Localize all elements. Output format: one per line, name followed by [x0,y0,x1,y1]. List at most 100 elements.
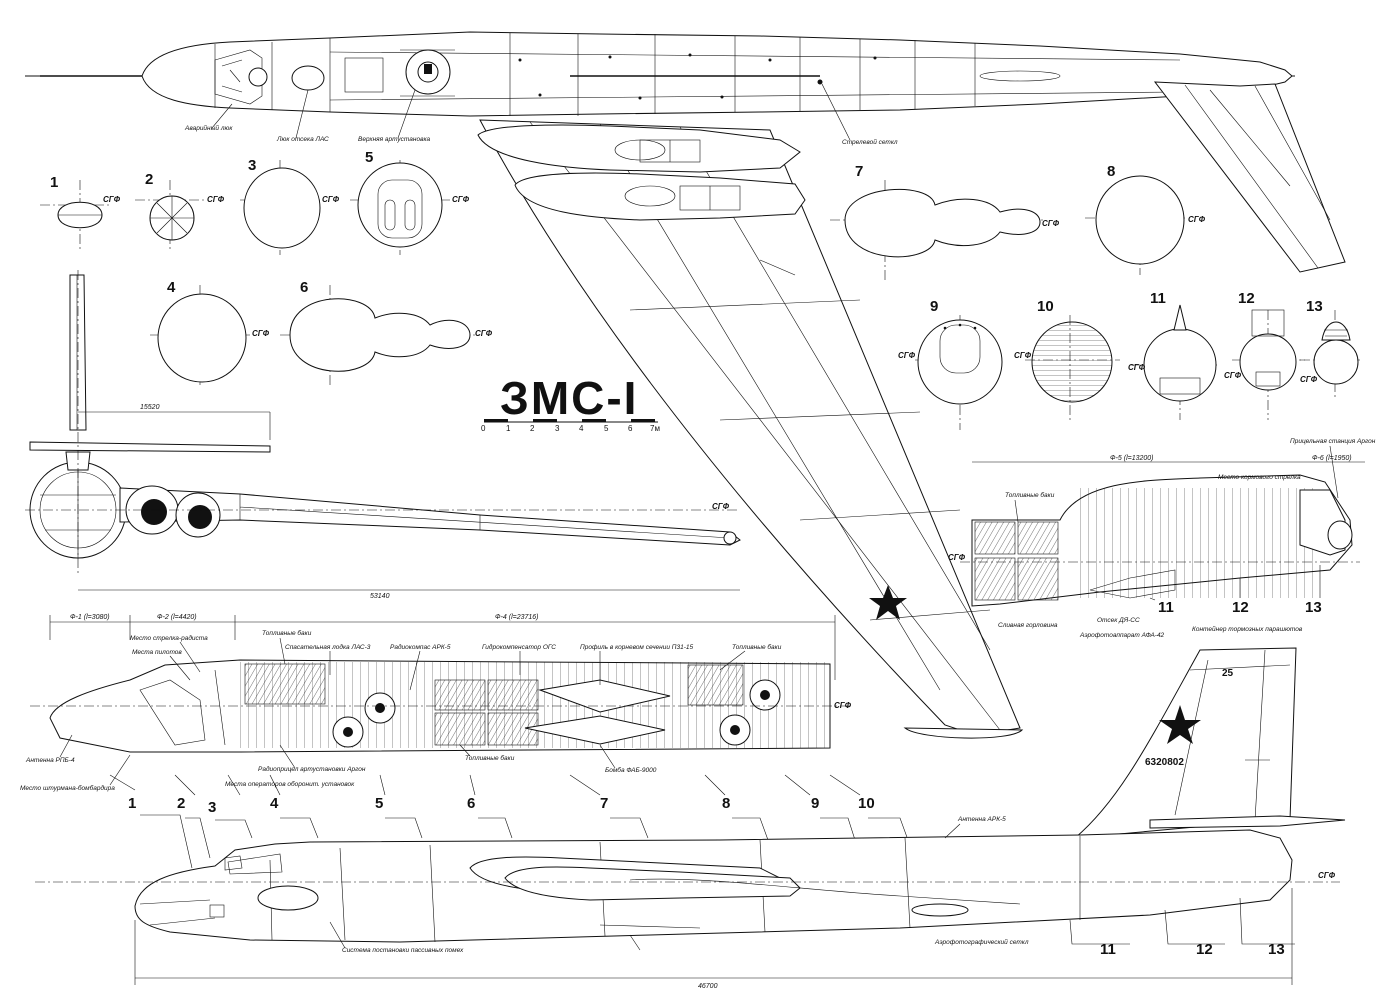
section-number: 1 [128,795,136,812]
tail-cutaway: Ф-5 (l=13200) Ф-6 (l=1950) СГФ Топливные… [948,438,1376,639]
section-number: 3 [248,157,256,174]
scale-tick: 6 [628,424,633,433]
sgf-label: СГФ [252,329,270,338]
label-fuel-c: Топливные баки [465,754,515,762]
section-number: 1 [50,174,58,191]
tail-number: 25 [1222,668,1234,679]
scale-tick: 1 [506,424,511,433]
section-number: 7 [600,795,608,812]
cross-sections-right: 7 8 9 10 11 12 13 СГФ СГФ СГФ СГФ СГФ [830,163,1360,430]
side-view: 1 2 3 4 5 6 7 8 9 10 6320802 25 [35,647,1346,990]
scale-tick: 2 [530,424,535,433]
sgf-label: СГФ [103,195,121,204]
scale-tick: 0 [481,424,486,433]
section-number: 6 [300,279,308,296]
dim-length: 46700 [698,983,718,990]
section-number: 4 [270,795,279,812]
section-number: 11 [1150,290,1166,307]
label-gyro: Гидрокомпенсатор ОГС [482,643,556,651]
title-block: ЗМС-I 0 1 2 3 4 5 6 7м [481,372,660,433]
section-number: 5 [365,149,373,166]
section-number: 12 [1232,599,1249,616]
label-tail-fuel: Топливные баки [1005,491,1055,499]
label-escape-hatch: Аварийный люк [184,124,233,132]
sgf-label: СГФ [1224,371,1242,380]
section-number: 9 [930,298,938,315]
scale-tick: 7м [650,424,660,433]
scale-tick: 4 [579,424,584,433]
dim-tail-span: 15520 [140,404,160,411]
section-number: 12 [1238,290,1255,307]
label-argon: Прицельная станция Аргон [1290,438,1376,445]
sgf-label: СГФ [712,502,730,511]
section-number: 6 [467,795,475,812]
label-navigator: Место штурмана-бомбардира [20,784,115,792]
label-fuel-a: Топливные баки [262,629,312,637]
section-number: 9 [811,795,819,812]
label-fuel-b: Топливные баки [732,643,782,651]
section-number: 4 [167,279,176,296]
front-view: 15520 СГФ 53140 [25,270,741,600]
sgf-label: СГФ [834,701,852,710]
section-number: 10 [858,795,875,812]
sgf-label: СГФ [1300,375,1318,384]
sgf-label: СГФ [1128,363,1146,372]
cross-sections-left: 1 2 3 4 5 6 СГФ СГФ СГФ СГФ СГФ [40,149,493,385]
label-drain: Сливная горловина [998,622,1058,629]
label-gunner-radio: Место стрелка-радиста [130,634,208,642]
sgf-label: СГФ [1042,219,1060,228]
registration: 6320802 [1145,757,1184,768]
scale-bar: 0 1 2 3 4 5 6 7м [481,419,660,433]
section-number: 11 [1100,941,1116,958]
section-number: 8 [722,795,730,812]
label-camera: Аэрофотоаппарат АФА-42 [1079,632,1165,639]
section-number: 13 [1305,599,1322,616]
title: ЗМС-I [500,372,638,424]
red-star-icon [1159,705,1201,744]
label-ark-antenna: Антенна АРК-5 [957,816,1006,823]
label-pilots: Места пилотов [132,649,182,656]
label-rescue-boat: Спасательная лодка ЛАС-3 [285,643,371,651]
scale-tick: 3 [555,424,560,433]
label-bay: Отсек ДЯ-СС [1097,617,1140,624]
red-star-icon [869,585,907,620]
dim-f2: Ф-2 (l=4420) [157,614,197,621]
section-number: 10 [1037,298,1054,315]
section-number: 13 [1268,941,1285,958]
sgf-label: СГФ [1318,871,1336,880]
label-upper-turret: Верхняя артустановка [358,136,431,143]
section-number: 8 [1107,163,1115,180]
sgf-label: СГФ [1188,215,1206,224]
label-radio-compass: Радиокомпас АРК-5 [390,643,451,651]
label-aerofoto: Аэрофотографический сеткл [934,938,1029,946]
section-number: 2 [145,171,153,188]
sgf-label: СГФ [475,329,493,338]
scale-tick: 5 [604,424,609,433]
label-operators: Места операторов оборонит. установок [225,780,355,788]
section-number: 5 [375,795,383,812]
label-rpb-antenna: Антенна РПБ-4 [25,757,75,764]
label-ejection-hatch: Люк отсека ЛАС [276,136,329,143]
sgf-label: СГФ [948,553,966,562]
label-wing-profile: Профиль в корневом сечении П31-15 [580,644,694,651]
section-number: 2 [177,795,185,812]
label-passive-jammer: Система постановки пассивных помех [342,947,464,954]
label-chute: Контейнер тормозных парашютов [1192,625,1303,633]
sgf-label: СГФ [898,351,916,360]
sgf-label: СГФ [207,195,225,204]
section-number: 7 [855,163,863,180]
top-view: Аварийный люк Люк отсека ЛАС Верхняя арт… [25,31,1346,739]
dim-wing-span: 53140 [370,593,390,600]
dim-f4: Ф-4 (l=23716) [495,614,539,621]
dim-f5: Ф-5 (l=13200) [1110,455,1154,462]
section-number: 3 [208,799,216,816]
dim-f1: Ф-1 (l=3080) [70,614,110,621]
sgf-label: СГФ [452,195,470,204]
label-tail-gunner: Место кормового стрелка [1218,474,1301,481]
sgf-label: СГФ [1014,351,1032,360]
interior-cutaway: Ф-1 (l=3080) Ф-2 (l=4420) Ф-4 (l=23716) … [20,614,861,796]
label-bomb: Бомба ФАБ-9000 [605,766,657,774]
label-stroke-pole: Стрелевой сеткл [842,138,898,146]
section-number: 12 [1196,941,1213,958]
label-radar-turret: Радиоприцел артустановки Аргон [258,765,366,773]
